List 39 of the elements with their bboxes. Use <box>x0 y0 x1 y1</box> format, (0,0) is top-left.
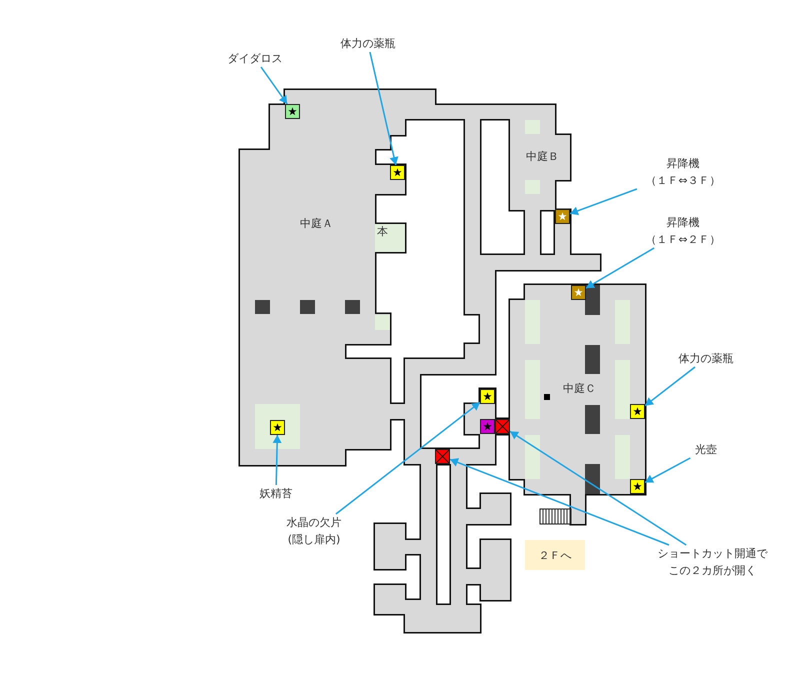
callout-text: 昇降機 <box>666 215 700 231</box>
area-label: 中庭Ｃ <box>563 381 596 396</box>
leader-arrow <box>260 66 288 104</box>
locked-door-marker <box>495 419 510 434</box>
leader-arrow <box>369 52 398 166</box>
item-marker <box>480 419 495 434</box>
item-marker <box>630 404 645 419</box>
callout-text: ショートカット開通でこの２カ所が開く <box>656 545 769 579</box>
leader-arrow <box>586 247 654 289</box>
callout-text: 体力の薬瓶 <box>330 35 406 52</box>
leader-arrow <box>644 457 691 484</box>
callout-note: （１Ｆ⇔２Ｆ） <box>644 232 722 248</box>
item-marker <box>390 165 405 180</box>
locked-door-marker <box>435 449 450 464</box>
callout-text: 妖精苔 <box>254 485 298 502</box>
area-label: 本 <box>377 224 388 239</box>
callout-text: ダイダロス <box>215 50 295 67</box>
leader-arrow <box>510 430 687 546</box>
area-label: 中庭Ａ <box>300 216 333 231</box>
item-marker <box>555 209 570 224</box>
item-marker <box>285 104 300 119</box>
item-marker <box>270 420 285 435</box>
leader-arrow <box>570 188 638 216</box>
callout-text: 光壺 <box>688 441 724 458</box>
leader-arrow <box>335 402 480 515</box>
callout-text: 昇降機 <box>666 156 700 172</box>
callout-note: (隠し扉内) <box>286 532 342 548</box>
exit-label: ２Ｆへ <box>538 548 572 564</box>
leader-arrow <box>644 366 696 406</box>
callout-text: 体力の薬瓶 <box>668 350 744 367</box>
floor-exit-box <box>525 540 585 570</box>
item-marker <box>571 285 586 300</box>
item-marker <box>480 389 495 404</box>
area-label: 中庭Ｂ <box>526 149 559 164</box>
callout-note: （１Ｆ⇔３Ｆ） <box>644 173 722 189</box>
leader-arrow <box>272 434 282 486</box>
leader-arrow <box>450 458 670 546</box>
callout-text: 水晶の欠片 <box>286 515 342 531</box>
item-marker <box>630 479 645 494</box>
